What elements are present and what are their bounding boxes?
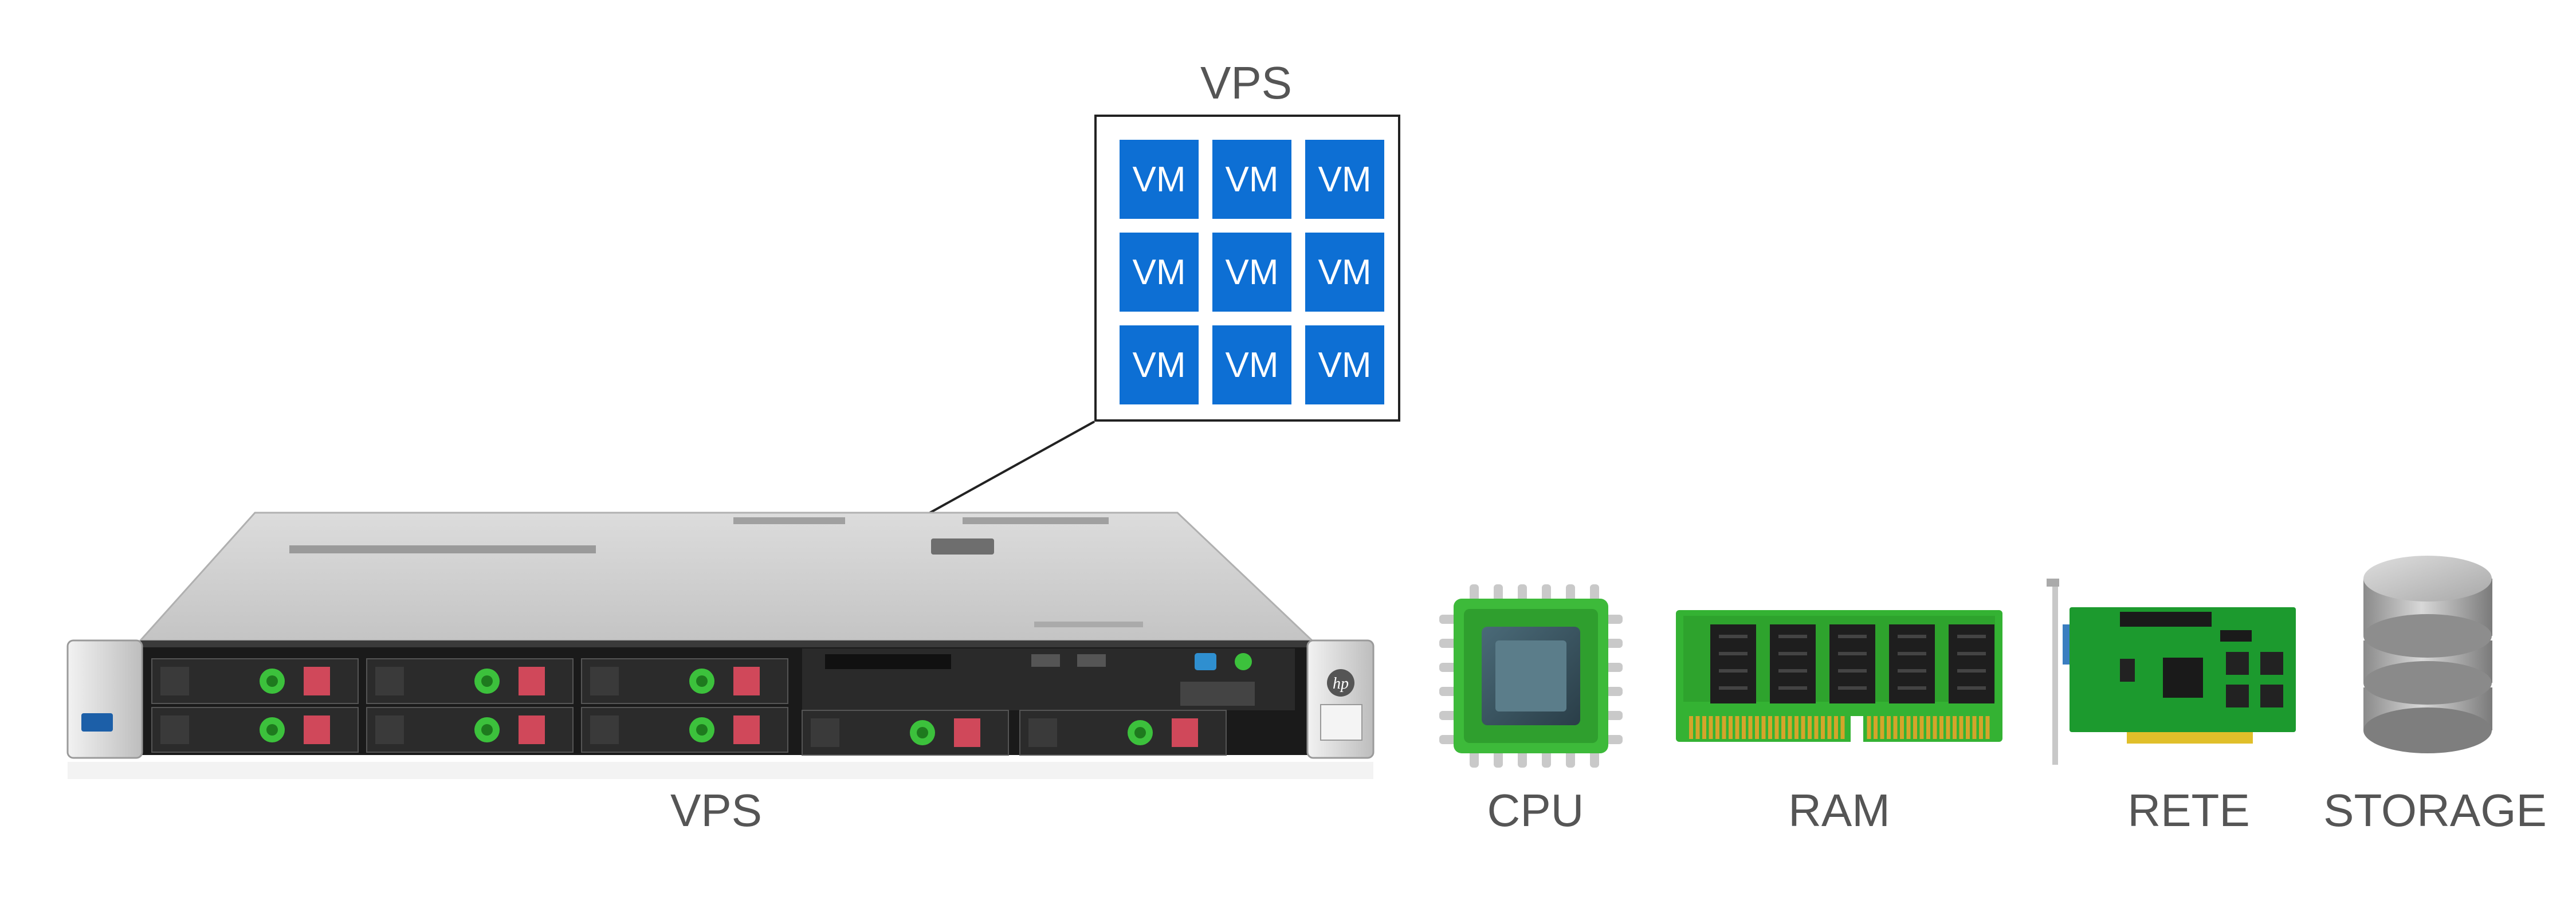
drive-release-latch <box>519 715 545 744</box>
drive-release-latch <box>954 718 980 747</box>
vm-tile: VM <box>1305 325 1384 404</box>
server-label: VPS <box>670 785 763 836</box>
drive-release-latch <box>519 667 545 695</box>
drive-bay <box>366 707 574 753</box>
vm-tile: VM <box>1212 140 1291 219</box>
drive-bays <box>151 658 1227 756</box>
ram-label: RAM <box>1788 785 1890 836</box>
drive-bay <box>802 710 1009 756</box>
network-card-icon <box>2047 579 2296 765</box>
cpu-label: CPU <box>1487 785 1584 836</box>
rete-label: RETE <box>2127 785 2250 836</box>
vm-tile: VM <box>1120 140 1199 219</box>
drive-release-latch <box>304 715 330 744</box>
drive-bay <box>151 658 359 704</box>
server-logo: hp <box>1333 675 1349 693</box>
cpu-chip-icon <box>1439 584 1623 768</box>
panel-connector-line <box>919 420 1095 520</box>
vm-tile: VM <box>1120 233 1199 312</box>
vm-tile: VM <box>1120 325 1199 404</box>
storage-label: STORAGE <box>2323 785 2547 836</box>
vm-tile: VM <box>1212 325 1291 404</box>
vm-tile: VM <box>1305 140 1384 219</box>
vps-panel-title: VPS <box>1200 57 1293 108</box>
vm-tile: VM <box>1212 233 1291 312</box>
drive-release-latch <box>733 667 760 695</box>
vm-tile: VM <box>1305 233 1384 312</box>
drive-release-latch <box>733 715 760 744</box>
drive-bay <box>1019 710 1227 756</box>
drive-release-latch <box>1172 718 1198 747</box>
drive-bay <box>581 707 788 753</box>
drive-bay <box>366 658 574 704</box>
drive-release-latch <box>304 667 330 695</box>
database-storage-icon <box>2363 556 2492 753</box>
ram-module-icon <box>1676 610 2002 742</box>
drive-bay <box>151 707 359 753</box>
drive-bay <box>581 658 788 704</box>
